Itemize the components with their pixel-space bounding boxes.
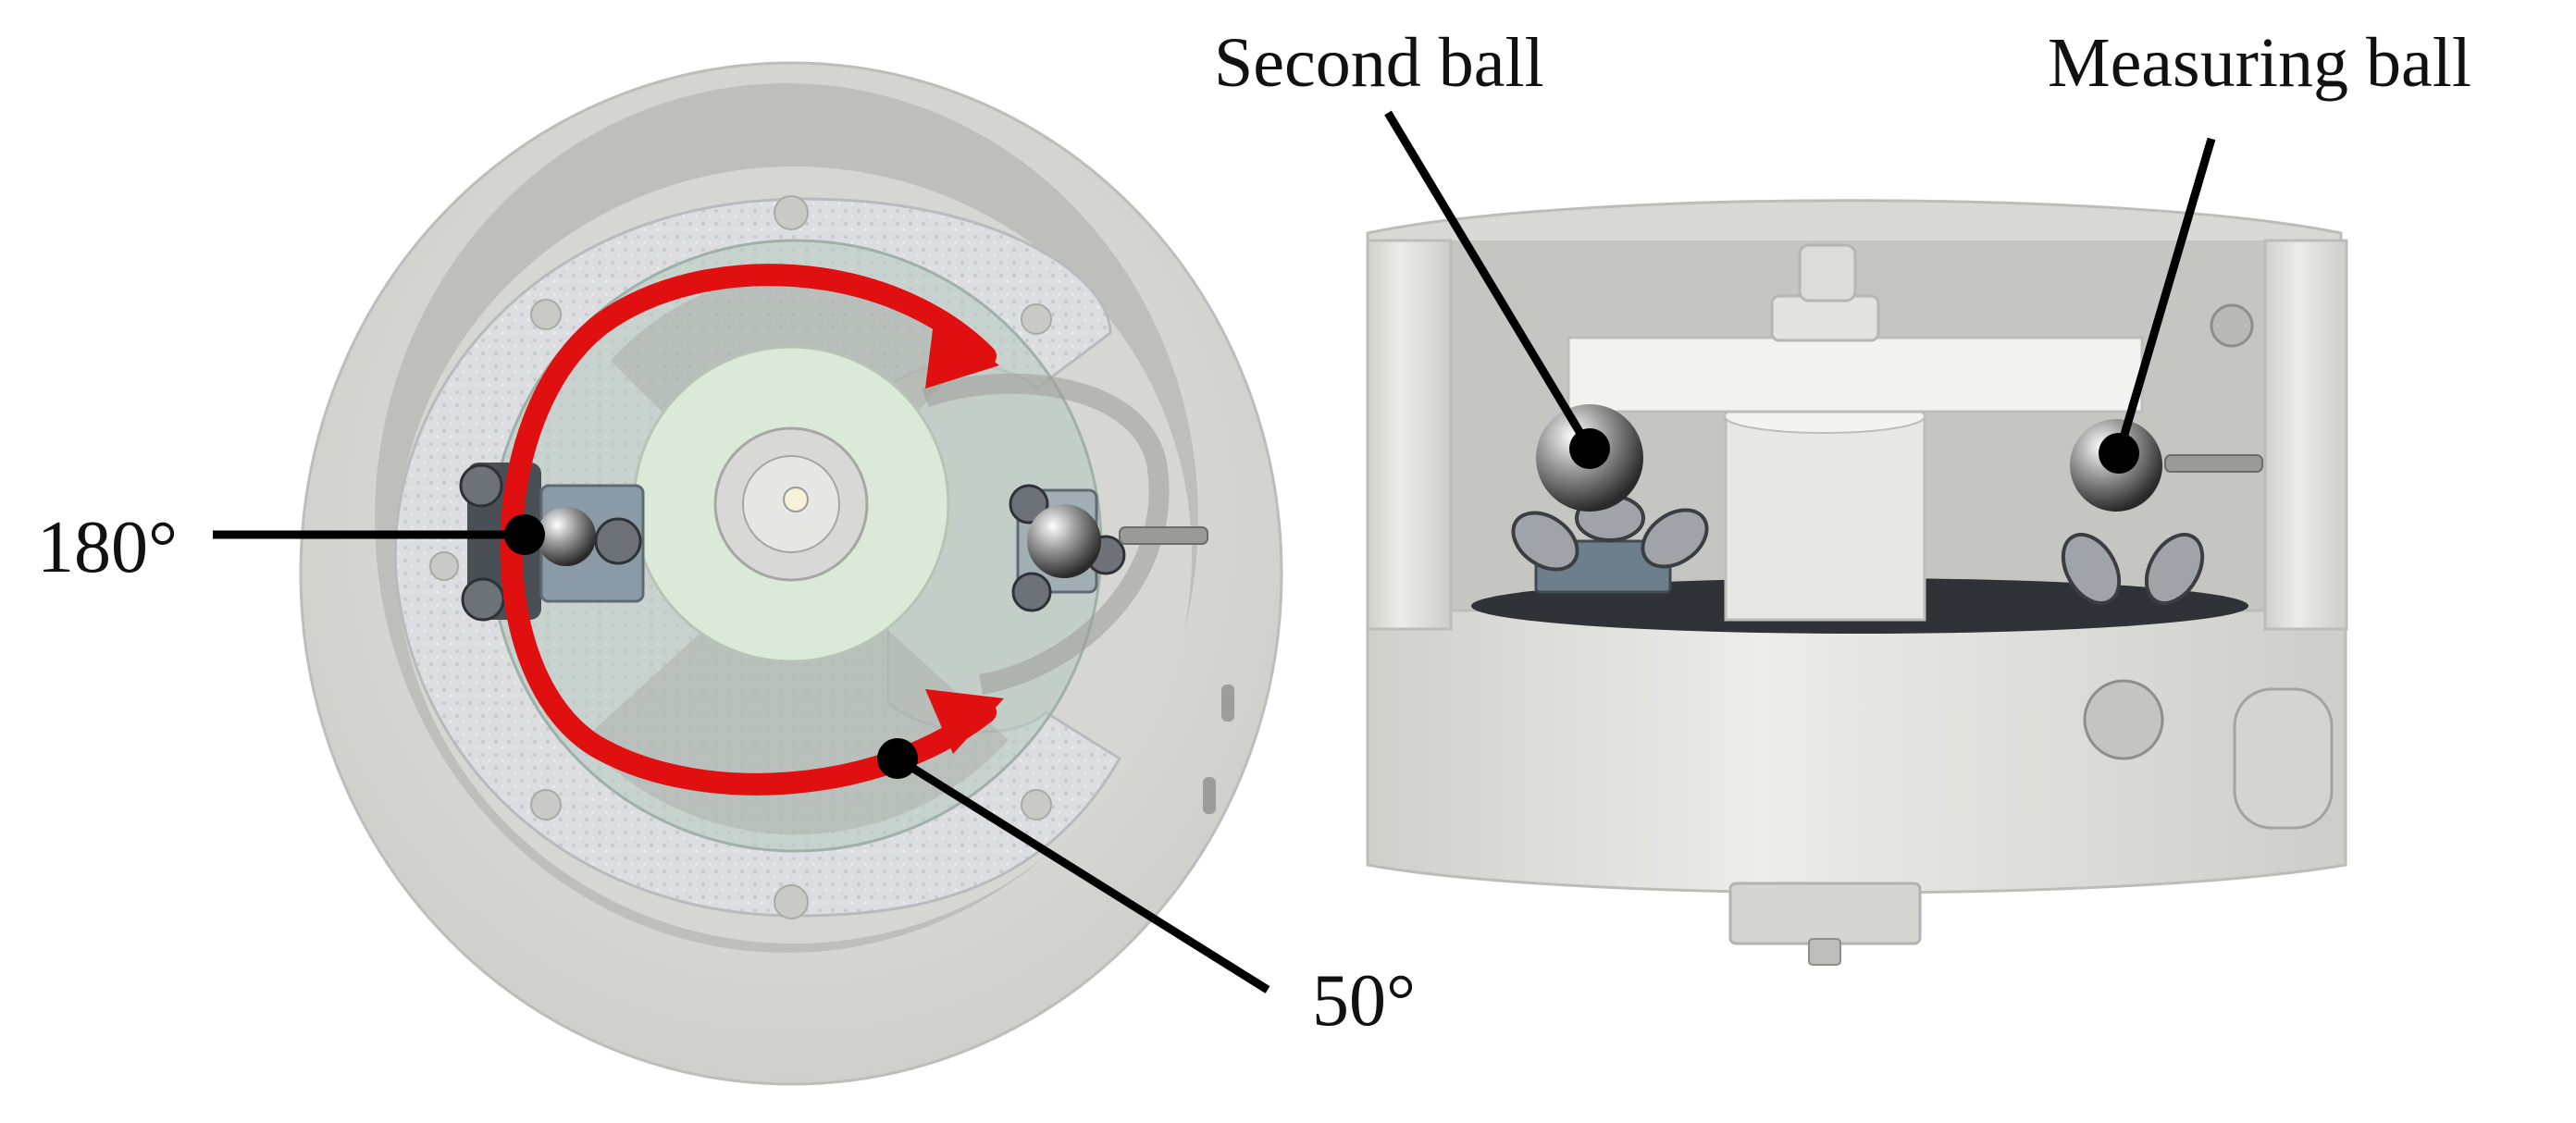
leader-line-50 [895, 755, 1270, 993]
left-ball-assembly [459, 463, 645, 622]
leader-line-measuring-ball [2114, 137, 2216, 455]
bottom-pin [1808, 938, 1841, 966]
second-ball-label: Second ball [1214, 24, 1544, 102]
arrowhead-upper [925, 315, 999, 389]
side-view [1366, 110, 2348, 966]
bottom-stub [1728, 882, 1922, 945]
screw-hole [530, 299, 562, 330]
measuring-ball-label: Measuring ball [2048, 24, 2472, 102]
leader-line-second-ball [1384, 110, 1593, 451]
second-ball-assembly [1511, 404, 1709, 594]
right-ball-assembly [1009, 484, 1208, 612]
rim-slot [1203, 777, 1216, 814]
angle-50-label: 50° [1312, 960, 1416, 1042]
threaded-hole [2083, 679, 2164, 760]
arrowhead-lower [925, 689, 1004, 754]
rim-slot [1221, 685, 1234, 722]
hub-pin [783, 487, 809, 512]
screw-hole [1021, 789, 1052, 821]
pillar-left [1366, 239, 1453, 631]
threaded-hole [2210, 303, 2254, 348]
pillar-right [2263, 239, 2348, 631]
screw-hole [530, 789, 562, 821]
top-view [213, 61, 1283, 1086]
screw-hole [1021, 303, 1052, 335]
screw-hole [429, 551, 459, 581]
angle-180-label: 180° [37, 507, 178, 588]
housing-body [1366, 609, 2347, 895]
screw-hole [774, 195, 809, 230]
side-pocket [2233, 687, 2334, 830]
top-knob [1798, 243, 1857, 302]
central-column [1724, 410, 1926, 622]
screw-hole [774, 884, 809, 919]
top-knob-base [1770, 294, 1880, 342]
ball-track [922, 373, 1170, 695]
bridge-plate [1567, 336, 2144, 413]
